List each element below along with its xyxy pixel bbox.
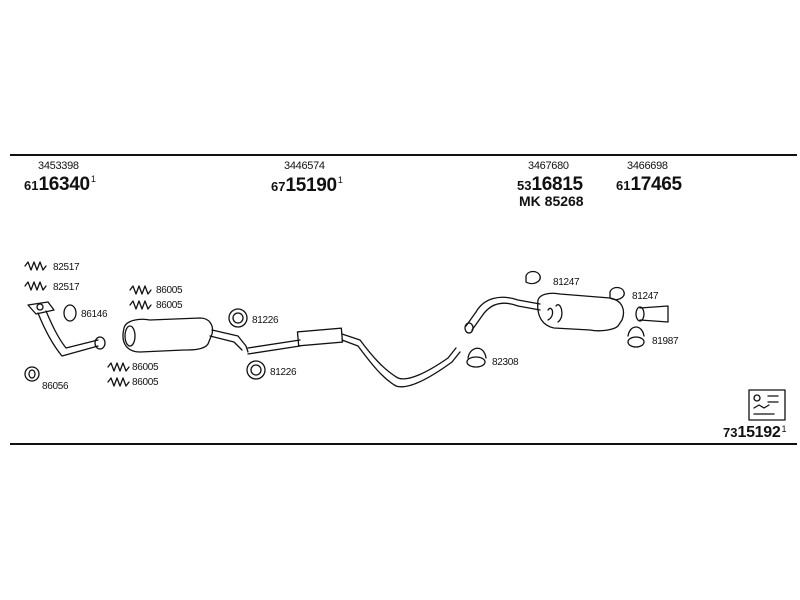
footer-part-code: 73151921 (723, 425, 786, 441)
clamp-icon (466, 347, 487, 368)
part-label-86146: 86146 (81, 309, 108, 320)
part-code-main: 16815 (531, 174, 583, 195)
part-code-prefix: 67 (271, 179, 286, 194)
spring-icon (129, 300, 152, 310)
oe-number-1: 3453398 (38, 160, 79, 172)
spring-icon (107, 362, 130, 372)
part-label-86005: 86005 (156, 285, 183, 296)
part-code-prefix: 53 (517, 178, 532, 193)
part-label-81247: 81247 (632, 291, 659, 302)
mk-number: MK 85268 (519, 193, 584, 209)
part-code-main: 16340 (38, 174, 90, 195)
part-label-86005: 86005 (156, 300, 183, 311)
part-label-86005: 86005 (132, 377, 159, 388)
part-code-2: 67151901 (271, 175, 343, 196)
part-code-3: 5316815 (517, 175, 583, 194)
tail-pipe-icon (635, 305, 669, 323)
clamp-icon (627, 326, 645, 348)
gasket-icon (63, 304, 77, 322)
part-code-sup: 1 (337, 175, 343, 185)
part-code-main: 17465 (630, 174, 682, 195)
part-code-sup: 1 (781, 424, 787, 434)
oe-number-2: 3446574 (284, 160, 325, 172)
part-code-prefix: 73 (723, 425, 738, 440)
part-code-sup: 1 (90, 174, 96, 184)
part-code-main: 15190 (285, 175, 337, 196)
oe-number-4: 3466698 (627, 160, 668, 172)
hanger-rubber-icon (609, 286, 625, 301)
hanger-rubber-icon (525, 270, 541, 285)
rear-pipe (464, 296, 541, 334)
clamp-ring-icon (246, 360, 266, 380)
front-silencer (122, 317, 249, 353)
clamp-ring-icon (228, 308, 248, 328)
spring-icon (107, 377, 130, 387)
part-code-prefix: 61 (616, 178, 631, 193)
part-code-main: 15192 (737, 424, 781, 441)
part-label-81247: 81247 (553, 277, 580, 288)
part-code-1: 61163401 (24, 174, 96, 195)
middle-pipe (247, 327, 461, 388)
part-code-4: 6117465 (616, 175, 682, 194)
part-label-81226: 81226 (270, 367, 297, 378)
gasket-icon (24, 366, 40, 382)
part-label-81226: 81226 (252, 315, 279, 326)
part-label-82517: 82517 (53, 282, 80, 293)
bottom-rule (10, 443, 797, 445)
part-label-82308: 82308 (492, 357, 519, 368)
part-label-86056: 86056 (42, 381, 69, 392)
part-label-82517: 82517 (53, 262, 80, 273)
front-pipe (27, 301, 106, 357)
top-rule (10, 154, 797, 156)
part-label-86005: 86005 (132, 362, 159, 373)
part-code-prefix: 61 (24, 178, 39, 193)
oe-number-3: 3467680 (528, 160, 569, 172)
mounting-kit-icon (748, 389, 786, 421)
rear-silencer (537, 292, 625, 332)
spring-icon (24, 261, 47, 271)
part-label-81987: 81987 (652, 336, 679, 347)
spring-icon (24, 281, 47, 291)
spring-icon (129, 285, 152, 295)
